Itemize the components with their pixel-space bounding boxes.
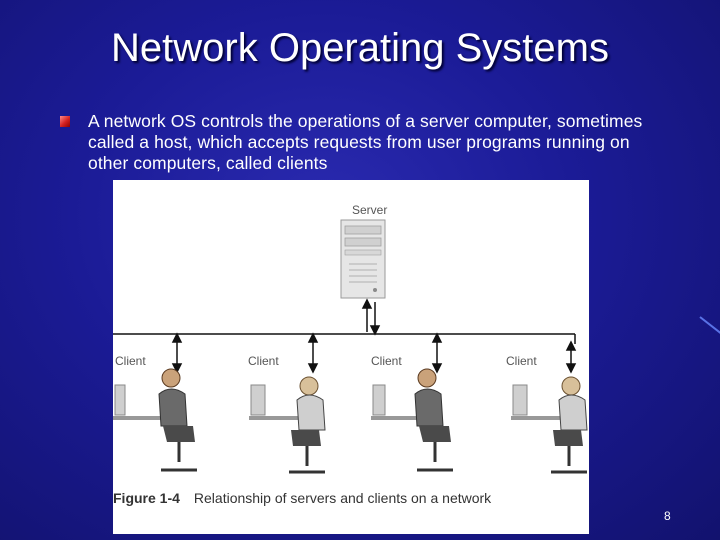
figure-caption-text: Relationship of servers and clients on a…: [193, 490, 492, 506]
bullet-icon: [60, 116, 70, 127]
client-workstation-3: [371, 368, 453, 472]
slide-title: Network Operating Systems: [111, 26, 609, 70]
client-arrows: [171, 332, 577, 374]
server-icon: [340, 219, 386, 299]
server-arrows: [361, 298, 381, 336]
figure-caption: Figure 1-4 Relationship of servers and cl…: [113, 490, 589, 506]
client-workstation-4: [511, 376, 588, 474]
client-workstation-2: [249, 376, 326, 474]
server-label: Server: [352, 203, 388, 217]
network-figure: Server Client Client Client Client Figur…: [113, 180, 589, 534]
client-label-1: Client: [115, 354, 146, 368]
page-number: 8: [664, 509, 671, 523]
bullet-text: A network OS controls the operations of …: [88, 111, 643, 173]
client-label-2: Client: [248, 354, 279, 368]
client-label-3: Client: [371, 354, 402, 368]
figure-caption-label: Figure 1-4: [113, 490, 180, 506]
client-workstation-1: [113, 368, 197, 472]
client-label-4: Client: [506, 354, 537, 368]
network-diagram: [113, 219, 588, 474]
